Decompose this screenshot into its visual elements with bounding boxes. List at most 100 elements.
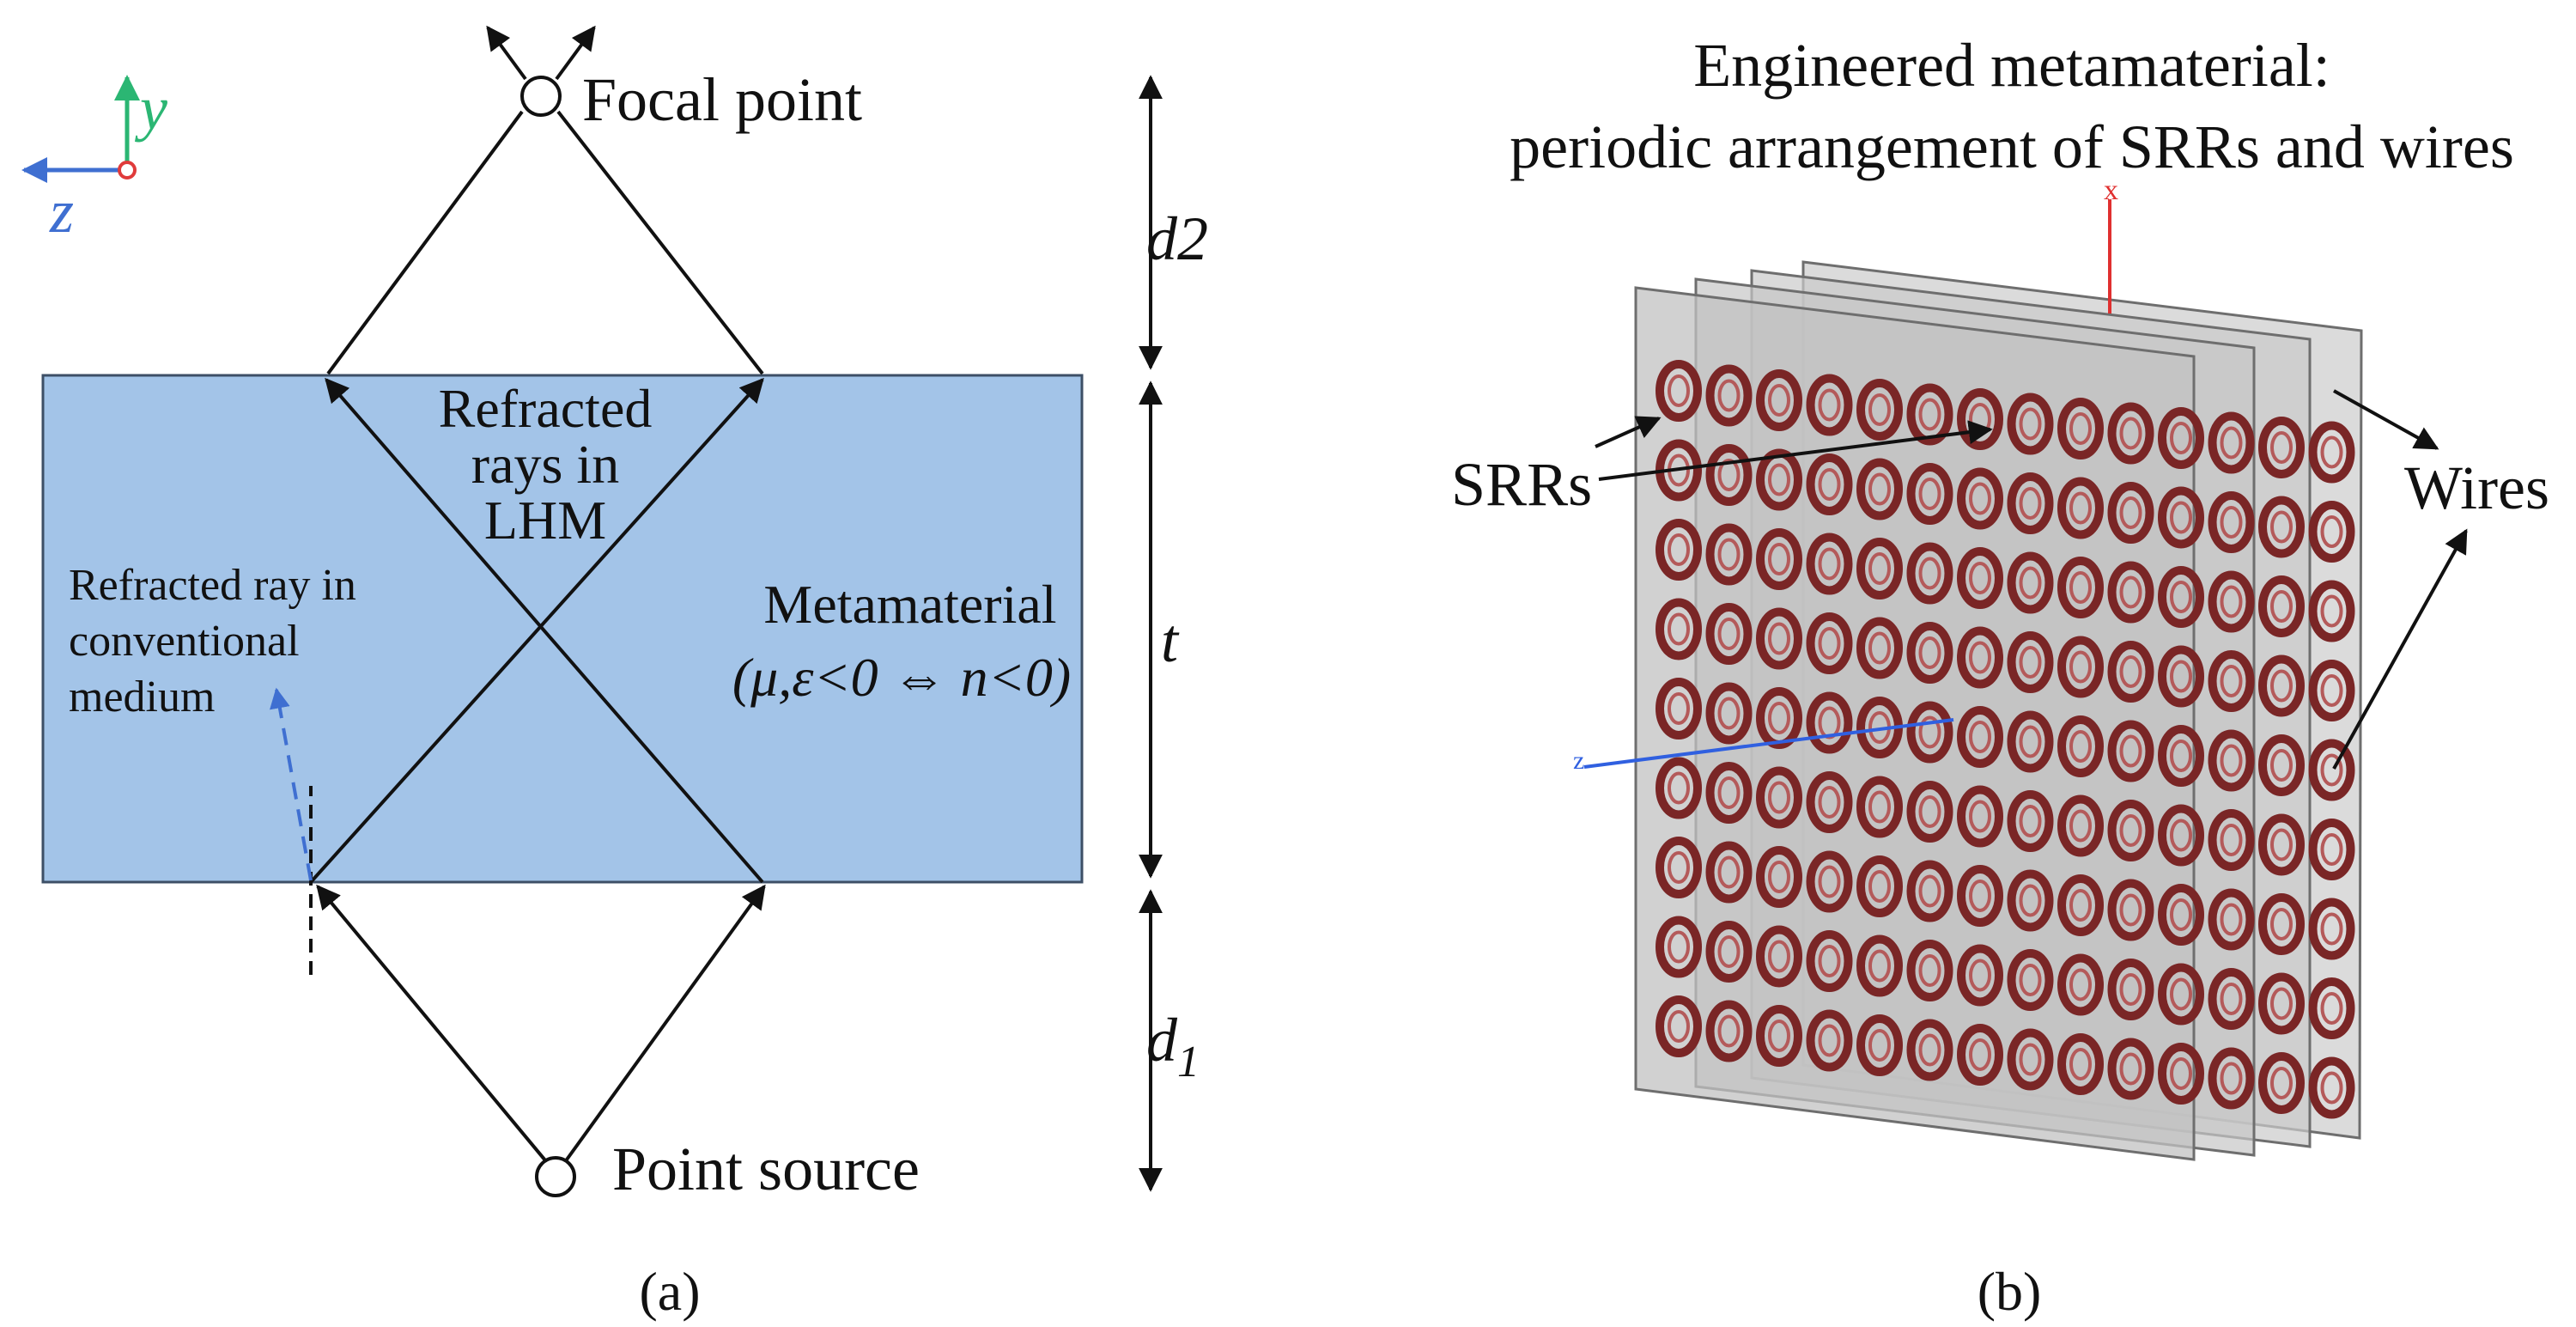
srr-inner-ring: [2320, 992, 2343, 1025]
srr-inner-ring: [1768, 1020, 1790, 1052]
srr-ring: [2107, 800, 2154, 861]
srr-ring: [1957, 706, 2003, 768]
srr-ring: [1856, 855, 1903, 917]
srr-ring: [1756, 1005, 1802, 1067]
srr-inner-ring: [1818, 547, 1841, 581]
srr-inner-ring: [2270, 828, 2293, 861]
srr-inner-ring: [1668, 930, 1690, 964]
srr-ring: [1656, 598, 1702, 660]
srr-inner-ring: [1668, 771, 1690, 805]
srr-inner-ring: [1818, 388, 1841, 422]
srr-ring: [1856, 617, 1903, 679]
srr-ring: [2258, 1052, 2305, 1114]
srr-ring: [1705, 364, 1753, 427]
srr-inner-ring: [1918, 874, 1941, 908]
srr-ring: [1957, 785, 2003, 848]
srr-ring: [1806, 850, 1853, 913]
srr-inner-ring: [2220, 744, 2243, 777]
srr-inner-ring: [1717, 618, 1741, 650]
srr-ring: [2007, 472, 2054, 534]
srr-inner-ring: [2220, 983, 2243, 1015]
axis-z-label-b: z: [1573, 746, 1584, 775]
srr-inner-ring: [2270, 669, 2293, 703]
srr-ring: [1705, 1000, 1753, 1062]
srr-inner-ring: [1969, 800, 1991, 833]
srr-inner-ring: [2019, 1043, 2042, 1076]
srr-ring: [1856, 379, 1903, 441]
wires-pointer-1: [2333, 389, 2439, 450]
srr-ring: [1806, 453, 1853, 515]
srr-ring: [1806, 1009, 1853, 1072]
srr-inner-ring: [2320, 753, 2343, 787]
srr-ring: [2007, 949, 2054, 1011]
srr-ring: [2308, 501, 2355, 563]
srr-inner-ring: [2019, 964, 2042, 996]
srrs-pointer-2: [1598, 420, 1993, 481]
srr-inner-ring: [2119, 973, 2142, 1006]
srr-inner-ring: [2069, 968, 2092, 1001]
srr-inner-ring: [2069, 1048, 2092, 1080]
srr-inner-ring: [2220, 585, 2243, 618]
srr-ring: [1756, 925, 1802, 988]
srr-inner-ring: [2019, 884, 2042, 917]
srr-ring: [1806, 771, 1853, 833]
srr-ring: [2208, 1047, 2255, 1110]
srr-inner-ring: [1818, 945, 1841, 977]
srr-ring: [2308, 421, 2355, 484]
srr-inner-ring: [2019, 646, 2042, 679]
srr-inner-ring: [2270, 987, 2293, 1020]
srr-inner-ring: [1918, 636, 1941, 669]
metamaterial-label: Metamaterial: [763, 574, 1056, 635]
srr-ring: [1957, 467, 2003, 530]
srr-ring: [2107, 959, 2154, 1020]
srr-ring: [1756, 369, 1802, 431]
srr-ring: [1957, 388, 2003, 450]
srr-inner-ring: [2320, 833, 2343, 866]
srr-ring: [2258, 893, 2305, 955]
srr-inner-ring: [1868, 949, 1891, 983]
srr-inner-ring: [1969, 562, 1991, 594]
srr-ring: [1906, 1019, 1953, 1081]
srr-inner-ring: [1868, 552, 1891, 585]
srr-inner-ring: [1918, 478, 1941, 510]
srr-inner-ring: [2170, 422, 2192, 454]
srr-inner-ring: [2069, 491, 2092, 525]
srr-inner-ring: [2019, 407, 2042, 441]
srr-inner-ring: [1969, 1038, 1991, 1071]
srr-inner-ring: [1668, 692, 1690, 725]
srr-inner-ring: [2019, 487, 2042, 520]
srr-ring: [1756, 448, 1802, 511]
srr-inner-ring: [1918, 1033, 1941, 1067]
dim-t-label: t: [1161, 606, 1180, 675]
srr-ring: [2057, 636, 2104, 698]
srr-ring: [1705, 523, 1753, 586]
srr-inner-ring: [1668, 533, 1690, 566]
srr-ring: [2258, 575, 2305, 637]
srr-ring: [2057, 1033, 2104, 1095]
srr-ring: [1806, 612, 1853, 674]
srr-inner-ring: [2119, 814, 2142, 847]
srr-ring: [2208, 491, 2255, 553]
axis-x-label: x: [2104, 174, 2118, 206]
srr-inner-ring: [1969, 880, 1991, 912]
srr-inner-ring: [2119, 496, 2142, 529]
srr-inner-ring: [1768, 861, 1790, 893]
srr-inner-ring: [1818, 627, 1841, 660]
axis-indicator: y z: [21, 74, 167, 246]
srr-ring: [1656, 837, 1702, 898]
svg-text:Refracted: Refracted: [439, 378, 653, 439]
srr-inner-ring: [1918, 557, 1941, 590]
srr-inner-ring: [2220, 426, 2243, 460]
srr-inner-ring: [1969, 482, 1991, 515]
panel-a: y z Focal point Point source Re: [21, 25, 1208, 1322]
srr-ring: [1705, 444, 1753, 506]
srr-inner-ring: [1668, 1010, 1690, 1043]
srr-ring: [2258, 654, 2305, 717]
srr-inner-ring: [1918, 398, 1941, 431]
srr-ring: [1656, 360, 1702, 422]
srr-inner-ring: [1717, 697, 1741, 730]
metamaterial-slab: [41, 374, 1084, 884]
svg-text:medium: medium: [69, 673, 215, 721]
srr-ring: [2208, 570, 2255, 633]
ray-source-right: [561, 884, 766, 1167]
